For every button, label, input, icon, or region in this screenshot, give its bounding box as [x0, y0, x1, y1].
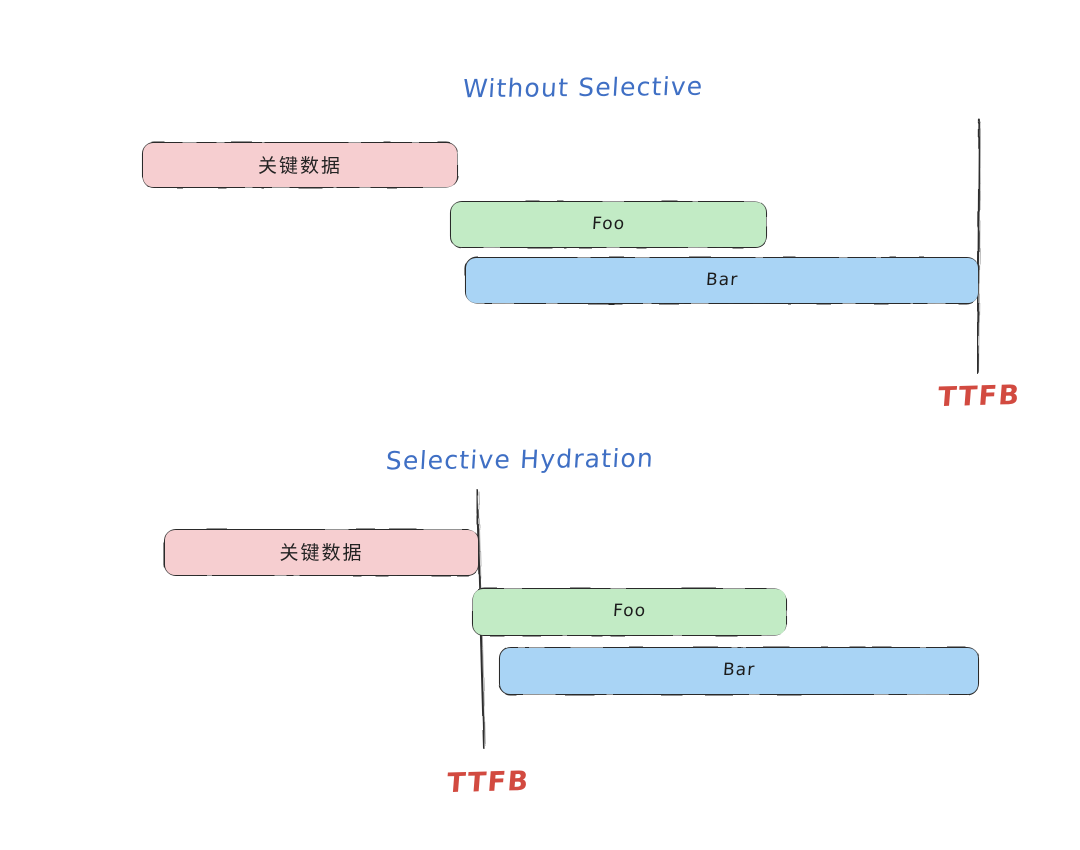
bar-label-bar: Bar — [705, 269, 739, 290]
bar-foo-without-selective: Foo — [451, 202, 766, 247]
section-title-without-selective: Without Selective — [462, 71, 705, 104]
ttfb-label-without-selective: TTFB — [936, 379, 1022, 414]
bar-foo-selective-hydration: Foo — [473, 589, 786, 635]
bar-critical-data-selective-hydration: 关键数据 — [165, 530, 478, 575]
bar-label-critical-data: 关键数据 — [279, 542, 364, 564]
bar-bar-selective-hydration: Bar — [500, 648, 978, 694]
section-title-selective-hydration: Selective Hydration — [385, 443, 655, 476]
bar-label-bar: Bar — [722, 660, 756, 680]
bar-label-foo: Foo — [591, 213, 626, 234]
bar-label-foo: Foo — [612, 601, 647, 621]
bar-bar-without-selective: Bar — [466, 258, 978, 303]
bar-critical-data-without-selective: 关键数据 — [143, 143, 457, 187]
ttfb-label-selective-hydration: TTFB — [445, 765, 531, 800]
bar-label-critical-data: 关键数据 — [257, 154, 342, 177]
